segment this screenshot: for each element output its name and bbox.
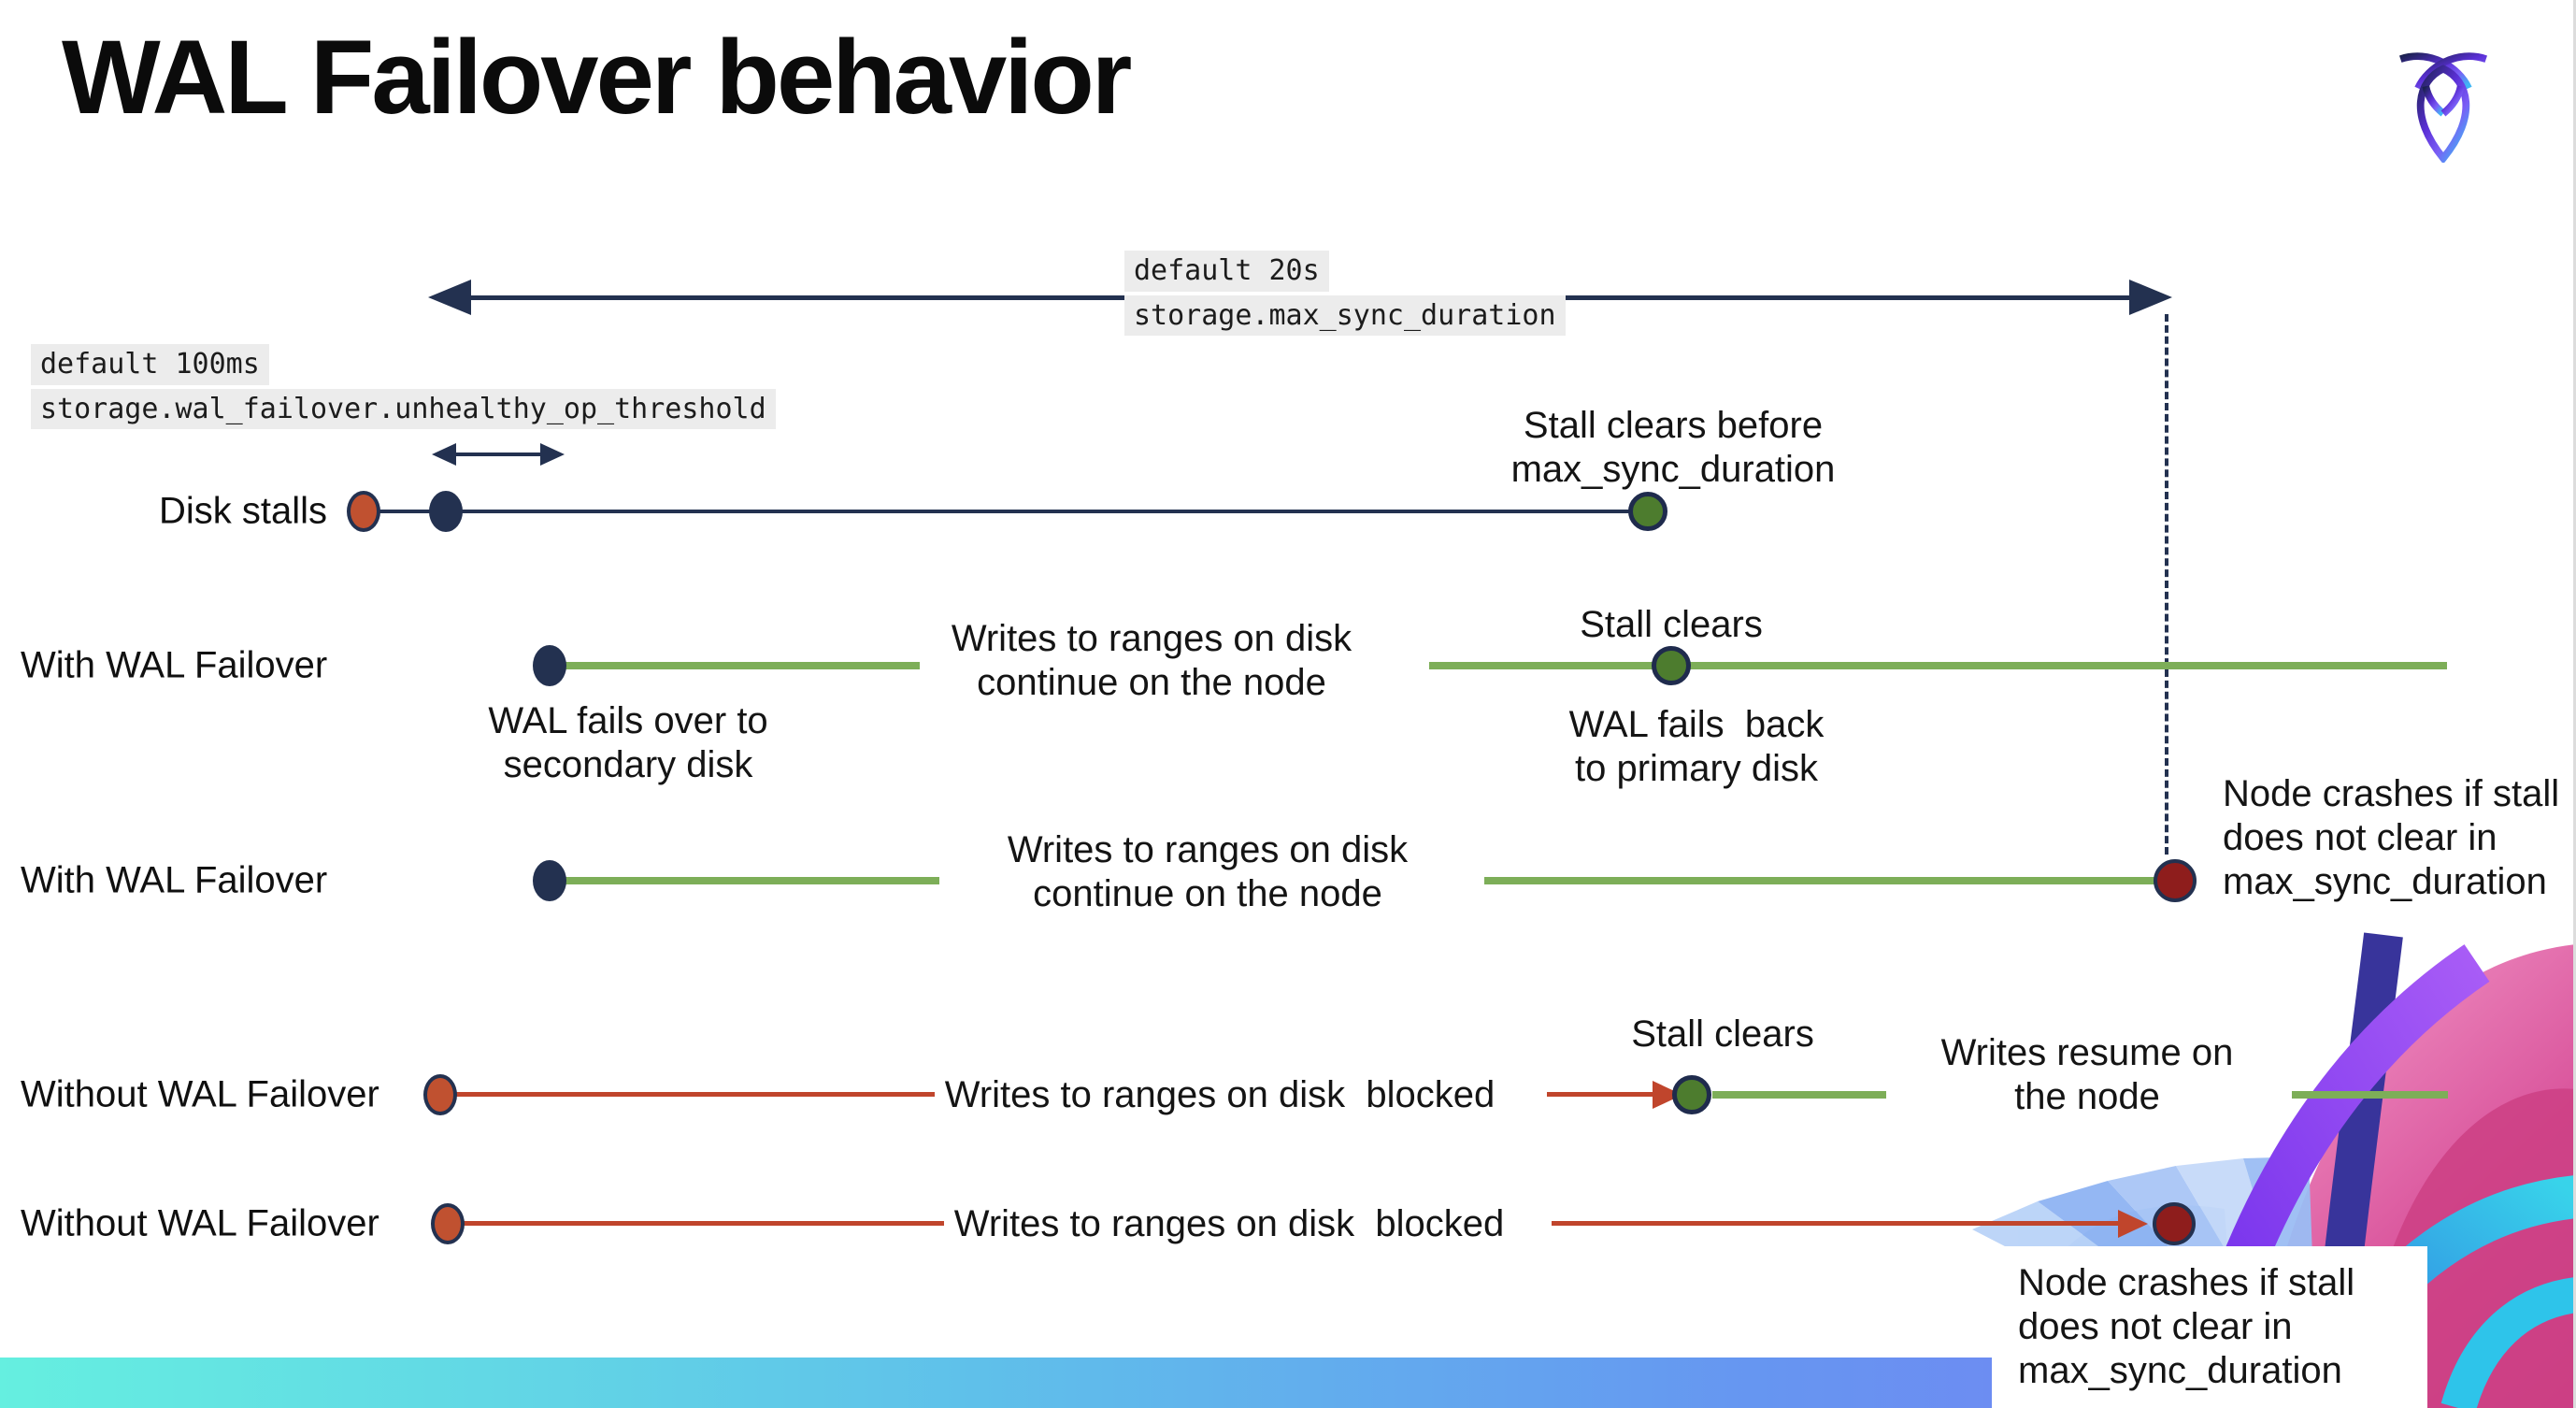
threshold-arrow-left-head xyxy=(432,443,456,466)
unhealthy-op-threshold-setting-label: default 100ms storage.wal_failover.unhea… xyxy=(31,344,776,429)
stall-clears-before-annotation: Stall clears before max_sync_duration xyxy=(1510,405,1836,491)
row-label-with-wal-failover-1: With WAL Failover xyxy=(21,644,328,686)
stall-start-dot-3 xyxy=(423,1074,457,1115)
writes-resume-annotation: Writes resume on the node xyxy=(1940,1032,2234,1118)
threshold-reached-dot xyxy=(429,491,463,532)
stall-clears-dot-1 xyxy=(1652,646,1691,685)
writes-blocked-annotation-2: Writes to ranges on disk blocked xyxy=(953,1203,1505,1244)
green-segment-1a xyxy=(563,662,920,669)
max-sync-duration-setting-label: default 20s storage.max_sync_duration xyxy=(1124,251,1566,336)
unhealthy-op-default-label: default 100ms xyxy=(31,344,269,385)
threshold-arrow-right-head xyxy=(540,443,565,466)
failover-dot-2 xyxy=(533,860,566,901)
green-segment-3b xyxy=(2292,1091,2448,1099)
red-segment-4b xyxy=(1552,1221,2124,1226)
wal-fails-back-annotation: WAL fails back to primary disk xyxy=(1568,704,1825,790)
row-label-disk-stalls: Disk stalls xyxy=(158,490,327,532)
red-arrowhead-4 xyxy=(2118,1210,2148,1238)
green-segment-3a xyxy=(1712,1091,1886,1099)
writes-continue-annotation-1: Writes to ranges on disk continue on the… xyxy=(951,618,1352,704)
stall-clears-dot-3 xyxy=(1672,1075,1711,1114)
max-sync-default-label: default 20s xyxy=(1124,251,1329,292)
node-crashes-annotation-1: Node crashes if stall does not clear in … xyxy=(2223,773,2560,903)
node-crashes-annotation-2: Node crashes if stall does not clear in … xyxy=(2018,1262,2355,1392)
writes-blocked-annotation-1: Writes to ranges on disk blocked xyxy=(944,1074,1496,1115)
row-label-with-wal-failover-2: With WAL Failover xyxy=(21,859,328,901)
threshold-arrow-line xyxy=(452,453,544,456)
green-segment-2b xyxy=(1484,877,2159,884)
row-label-without-wal-failover-2: Without WAL Failover xyxy=(21,1202,379,1244)
max-sync-arrow-left-head xyxy=(428,280,471,315)
failover-dot-1 xyxy=(533,645,566,686)
max-sync-arrow-right-head xyxy=(2129,280,2172,315)
red-segment-3a xyxy=(455,1092,935,1097)
stall-start-dot-4 xyxy=(431,1203,465,1244)
stall-clears-early-dot xyxy=(1628,492,1667,531)
stall-clears-annotation-3: Stall clears xyxy=(1631,1013,1814,1055)
node-crashes-callout-box: Node crashes if stall does not clear in … xyxy=(1992,1246,2427,1408)
green-segment-1b xyxy=(1429,662,2447,669)
red-segment-3b xyxy=(1547,1092,1659,1097)
cockroachdb-logo-icon xyxy=(2399,52,2487,163)
node-crash-dot-1 xyxy=(2154,859,2197,902)
red-segment-4a xyxy=(463,1221,944,1226)
disk-stall-start-dot xyxy=(347,491,380,532)
green-segment-2a xyxy=(563,877,939,884)
disk-stalls-timeline xyxy=(363,510,1648,513)
row-label-without-wal-failover-1: Without WAL Failover xyxy=(21,1073,379,1115)
wal-fails-over-annotation: WAL fails over to secondary disk xyxy=(488,700,768,786)
stall-clears-annotation-1: Stall clears xyxy=(1580,604,1763,645)
unhealthy-op-setting-name: storage.wal_failover.unhealthy_op_thresh… xyxy=(31,388,776,429)
writes-continue-annotation-2: Writes to ranges on disk continue on the… xyxy=(1007,829,1409,915)
max-sync-deadline-dashed-line xyxy=(2165,314,2168,855)
page-title: WAL Failover behavior xyxy=(62,19,1132,136)
max-sync-setting-name: storage.max_sync_duration xyxy=(1124,295,1566,336)
node-crash-dot-2 xyxy=(2153,1202,2196,1245)
